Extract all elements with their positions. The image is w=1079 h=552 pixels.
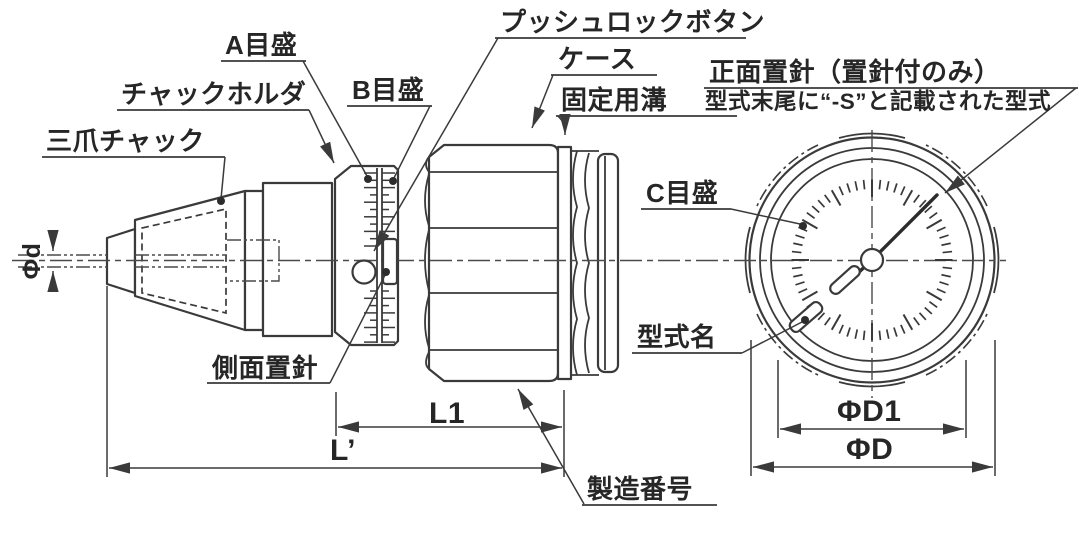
label-scale-c: C目盛 [646,178,718,208]
needle-tail [829,265,861,295]
label-fixing-groove: 固定用溝 [561,85,667,115]
dim-phi-d1: ΦD1 [837,395,901,428]
case-body [427,143,560,383]
dim-l-prime: L’ [330,434,356,467]
label-three-jaw-chuck: 三爪チャック [46,126,205,156]
label-push-lock-button: プッシュロックボタン [500,7,765,37]
label-scale-a: A目盛 [225,30,297,60]
label-serial-number: 製造番号 [587,474,693,504]
label-case: ケース [558,44,636,74]
label-scale-b: B目盛 [352,75,424,105]
fixing-groove-ring [556,145,573,381]
case-end-cap [596,152,620,374]
side-view [105,143,620,383]
label-front-set-pointer: 正面置針（置針付のみ） [709,57,1001,87]
chuck-holder-body [261,181,334,338]
label-chuck-holder: チャックホルダ [121,79,306,109]
leader-lines [217,37,1077,505]
dim-phi-d: ΦD [846,433,893,466]
label-side-set-pointer: 側面置針 [211,353,318,383]
label-underlines [42,37,1078,506]
label-model-name: 型式名 [637,322,717,352]
dial-needle [870,193,939,262]
needle-hub [859,247,885,273]
dimension-lines [47,230,996,477]
dim-phi-d-small: Φd [18,243,46,280]
labels: 三爪チャック チャックホルダ A目盛 B目盛 プッシュロックボタン ケース 固定… [18,7,1051,504]
dim-l1: L1 [429,397,465,430]
side-set-pointer-plate [381,237,399,286]
three-jaw-chuck-cone [133,189,247,332]
push-lock-button-circle [351,259,377,285]
label-front-set-pointer-note: 型式末尾に“-S”と記載された型式 [705,88,1051,114]
